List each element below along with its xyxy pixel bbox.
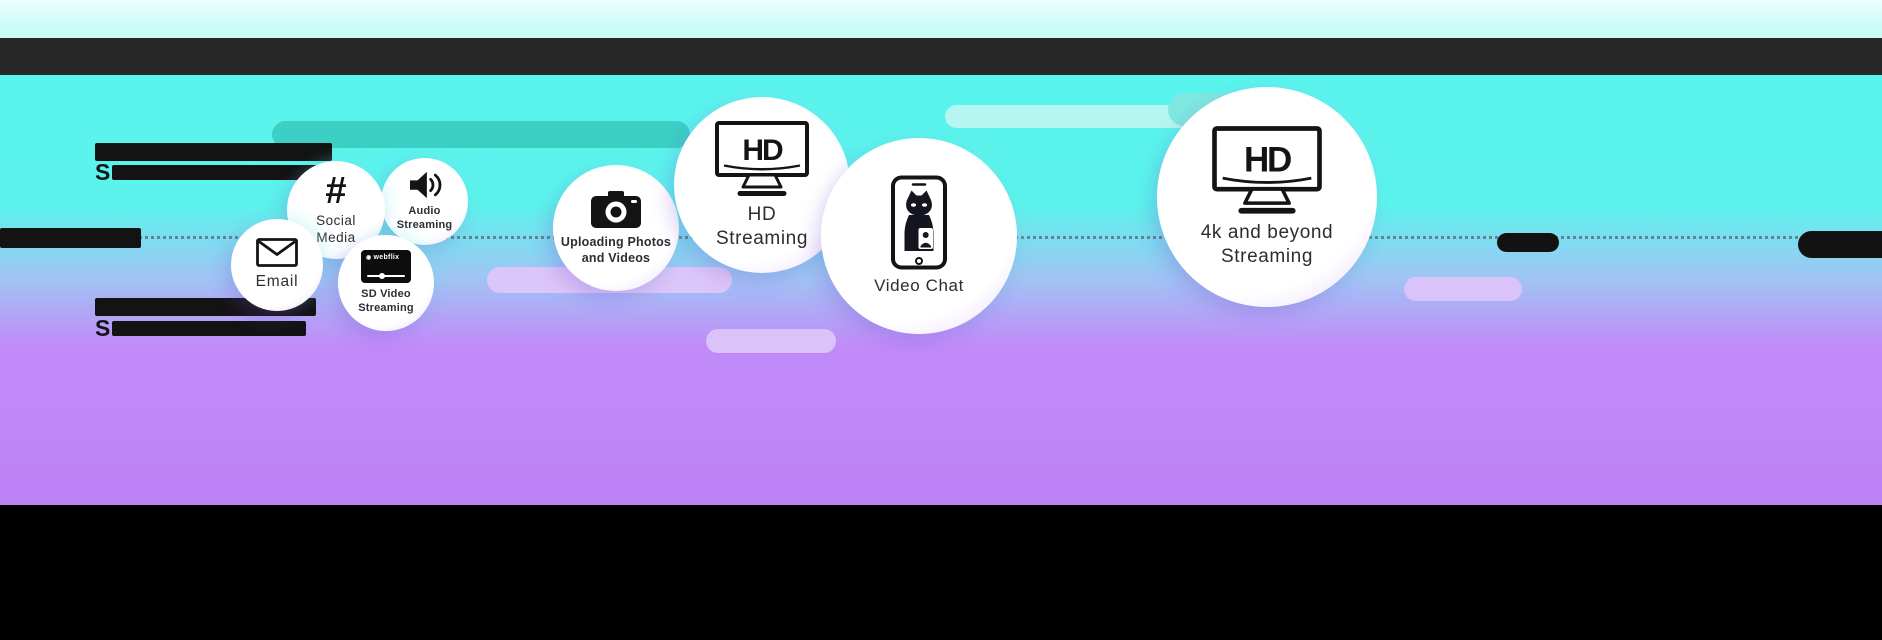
top-light-strip: [0, 0, 1882, 38]
bubble-label-line: HD: [747, 203, 777, 225]
bubble-label-line: Media: [316, 229, 356, 245]
hd-tv-icon: HD: [1212, 126, 1322, 214]
bubble-uploading-photos-videos: Uploading Photos and Videos: [553, 165, 679, 291]
record-dot-icon: ◉: [366, 254, 372, 261]
hashtag-icon: #: [325, 169, 347, 212]
bubble-label: HD Streaming: [716, 203, 808, 251]
bubble-label-line: Social: [316, 212, 356, 228]
redacted-text-bar: [112, 165, 323, 180]
redacted-text-row: S: [95, 159, 323, 185]
redacted-pill-right: [1497, 233, 1559, 252]
player-progress-bar: [367, 273, 405, 280]
redacted-text-bar: [95, 143, 332, 161]
bubble-label-line: Streaming: [358, 302, 414, 314]
speed-line-pill-lavender-3: [1404, 277, 1522, 301]
bubble-4k-streaming: HD 4k and beyond Streaming: [1157, 87, 1377, 307]
bubble-label: Social Media: [316, 213, 356, 247]
redacted-visible-letter: S: [95, 159, 111, 185]
bubble-label-line: 4k and beyond: [1200, 222, 1334, 244]
speed-line-pill-teal: [272, 121, 690, 148]
bubble-label: Audio Streaming: [397, 205, 453, 233]
redacted-text-bar: [0, 228, 141, 248]
phone-video-chat-icon: [891, 175, 947, 270]
bubble-hd-streaming: HD HD Streaming: [674, 97, 850, 273]
bubble-video-chat: Video Chat: [821, 138, 1017, 334]
speaker-icon: [409, 172, 441, 199]
bubble-label: Email: [255, 273, 299, 291]
top-dark-bar: [0, 38, 1882, 75]
email-icon: [256, 238, 298, 268]
bubble-label-line: and Videos: [581, 250, 651, 265]
bubble-sd-video-streaming: ◉ webflix SD Video Streaming: [338, 235, 434, 331]
bottom-black-bar: [0, 505, 1882, 640]
bubble-label-line: Audio: [408, 205, 441, 218]
redacted-pill-right-edge: [1798, 231, 1882, 258]
tv-screen-text: HD: [742, 134, 783, 167]
speed-line-pill-light-cyan: [945, 105, 1207, 128]
bubble-email: Email: [231, 219, 323, 311]
player-progress-knob: [379, 273, 386, 280]
webflix-player-icon: ◉ webflix: [361, 250, 411, 284]
bubble-label: 4k and beyond Streaming: [1201, 221, 1333, 269]
bubble-label-line: Streaming: [1221, 246, 1313, 267]
redacted-visible-letter: S: [95, 315, 111, 341]
bubble-label: Video Chat: [874, 276, 964, 296]
redacted-text-bar: [112, 321, 307, 336]
hd-tv-icon: HD: [715, 120, 809, 196]
bubble-label-line: Streaming: [396, 219, 453, 231]
bubble-label: SD Video Streaming: [358, 288, 414, 316]
webflix-brand-text: webflix: [373, 254, 400, 262]
redacted-text-row: S: [95, 315, 307, 341]
bubble-label-line: SD Video: [361, 288, 411, 301]
tv-screen-text: HD: [1244, 141, 1291, 180]
bubble-label-line: Uploading Photos: [560, 234, 672, 249]
bubble-label: Uploading Photos and Videos: [561, 235, 671, 266]
speed-line-pill-lavender-2: [706, 329, 836, 353]
bubble-label-line: Streaming: [716, 227, 808, 249]
bubble-audio-streaming: Audio Streaming: [381, 158, 468, 245]
camera-icon: [591, 190, 641, 228]
